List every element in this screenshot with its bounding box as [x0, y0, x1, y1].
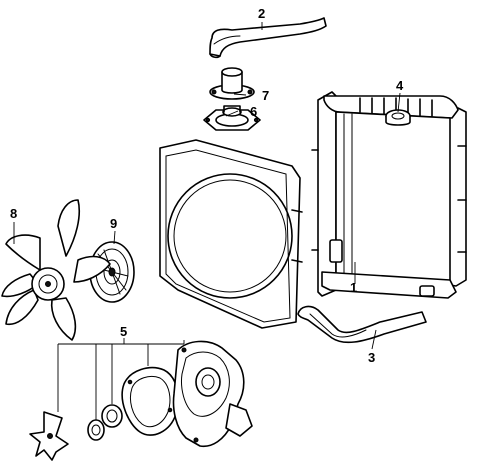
- callout-8: 8: [10, 206, 17, 221]
- radiator[interactable]: [311, 91, 467, 299]
- callouts: 1 2 3 4 5 6 7 8 9: [10, 6, 404, 365]
- callout-2: 2: [258, 6, 265, 21]
- leader-lines: [13, 22, 401, 420]
- callout-6: 6: [250, 104, 257, 119]
- water-pump-kit[interactable]: [29, 340, 253, 461]
- upper-radiator-hose[interactable]: [209, 17, 327, 59]
- callout-4: 4: [396, 78, 404, 93]
- callout-9: 9: [110, 216, 117, 231]
- callout-3: 3: [368, 350, 375, 365]
- thermostat-gasket[interactable]: [203, 105, 261, 131]
- callout-5: 5: [120, 324, 127, 339]
- lower-radiator-hose[interactable]: [297, 305, 427, 344]
- radiator-cap[interactable]: [385, 109, 411, 126]
- fan-blade[interactable]: [1, 199, 111, 341]
- callout-1: 1: [350, 280, 357, 295]
- callout-7: 7: [262, 88, 269, 103]
- fan-shroud[interactable]: [159, 139, 303, 329]
- thermostat-housing[interactable]: [209, 67, 255, 100]
